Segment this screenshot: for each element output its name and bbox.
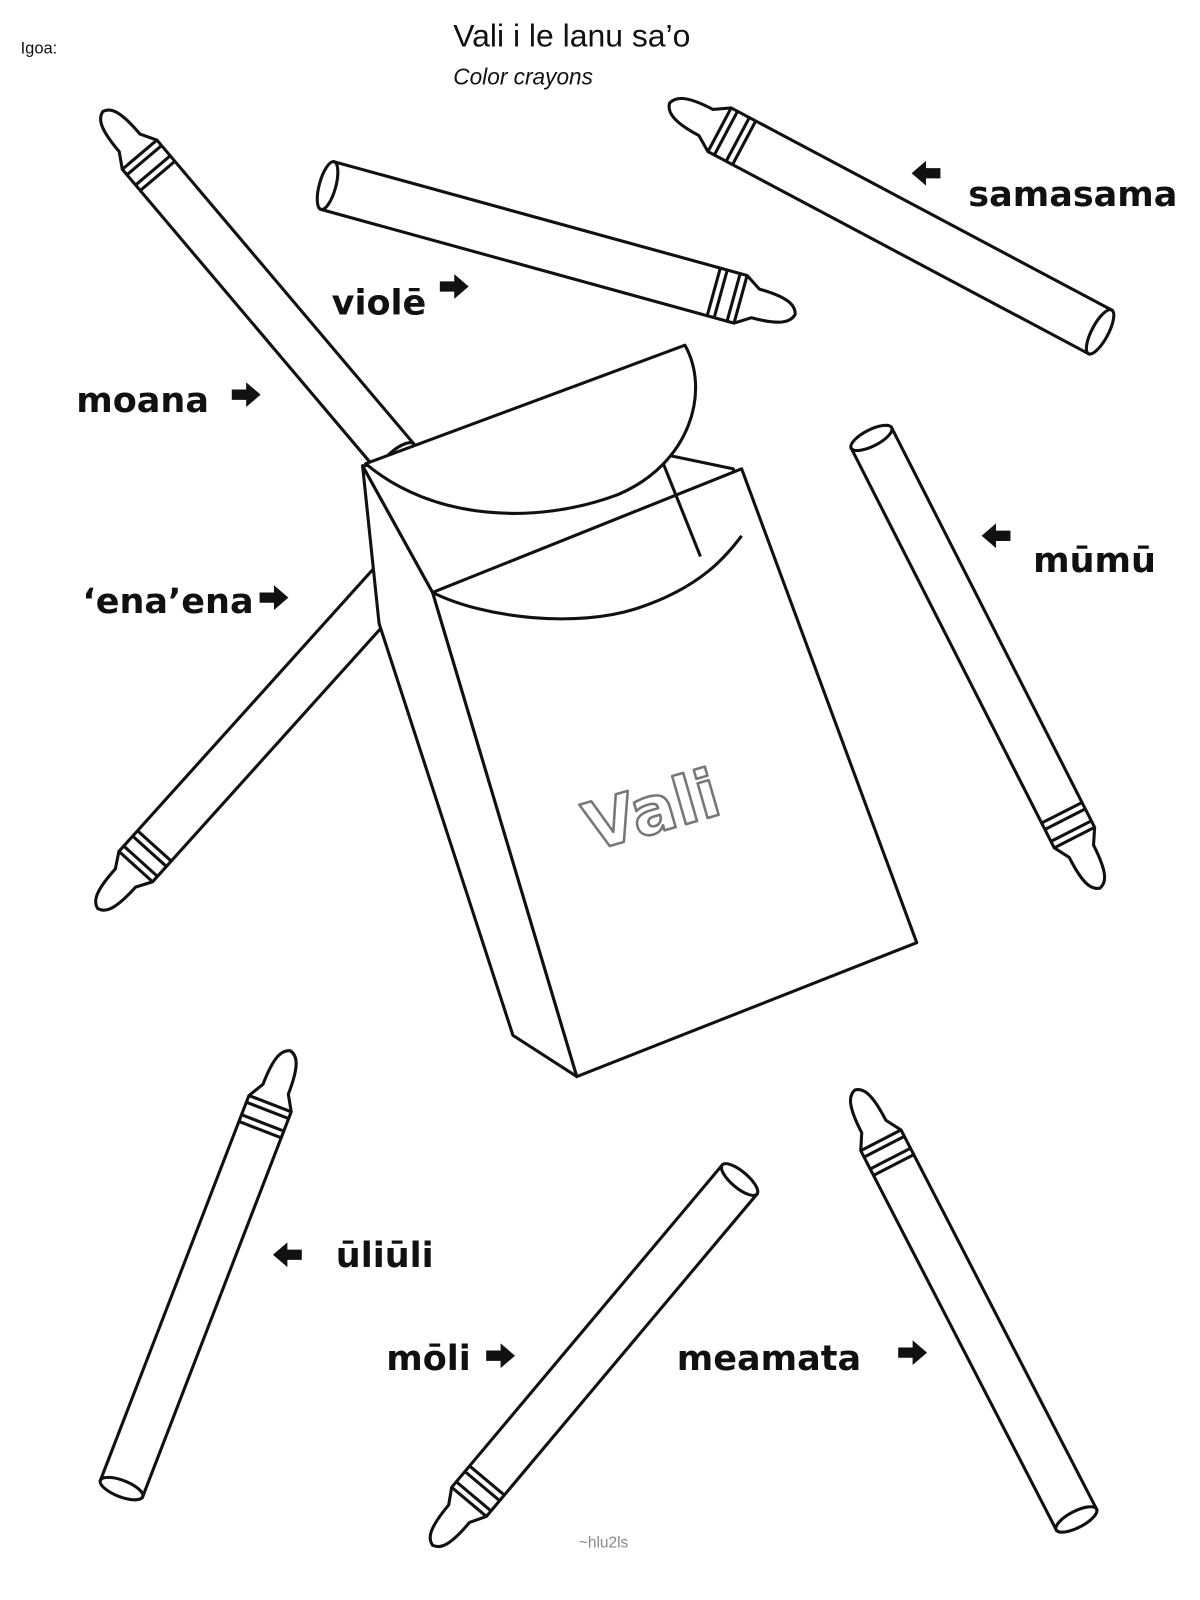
crayon-box: Vali <box>361 343 919 1079</box>
label-meamata: meamata <box>677 1338 928 1379</box>
crayon-meamata <box>849 1088 1099 1534</box>
box-front <box>431 467 919 1079</box>
svg-text:samasama: samasama <box>968 174 1177 215</box>
svg-text:mūmū: mūmū <box>1033 540 1156 581</box>
crayon-mumu <box>849 423 1107 890</box>
color-labels: samasama violē moana mūmū ‘ena’ena ūliūl… <box>76 160 1177 1379</box>
crayons <box>94 96 1116 1549</box>
box-lid <box>364 343 698 515</box>
svg-text:moana: moana <box>76 380 209 421</box>
right-arrow-icon <box>439 274 469 299</box>
left-arrow-icon <box>981 523 1011 549</box>
label-moana: moana <box>76 380 261 421</box>
page-subtitle: Color crayons <box>453 64 593 90</box>
crayon-moli <box>428 1162 760 1549</box>
crayon-samasama <box>667 96 1116 356</box>
page-title: Vali i le lanu sa’o <box>453 18 690 54</box>
right-arrow-icon <box>231 382 261 408</box>
svg-text:‘ena’ena: ‘ena’ena <box>82 581 253 622</box>
right-arrow-icon <box>898 1340 928 1365</box>
label-moli: mōli <box>386 1338 516 1379</box>
name-label: Igoa: <box>21 40 58 58</box>
svg-text:mōli: mōli <box>386 1338 471 1379</box>
credit-text: ~hlu2ls <box>579 1534 629 1551</box>
svg-text:ūliūli: ūliūli <box>336 1235 434 1276</box>
right-arrow-icon <box>259 585 289 610</box>
label-samasama: samasama <box>911 160 1177 215</box>
right-arrow-icon <box>486 1343 516 1369</box>
box-inner-flap <box>431 534 743 621</box>
label-viole: violē <box>332 274 469 323</box>
svg-text:meamata: meamata <box>677 1338 861 1379</box>
crayon-viole <box>315 159 797 325</box>
left-arrow-icon <box>272 1242 302 1268</box>
box-edge <box>657 452 702 557</box>
svg-text:violē: violē <box>332 282 427 323</box>
label-enaena: ‘ena’ena <box>82 581 289 622</box>
left-arrow-icon <box>911 160 941 186</box>
crayon-uliuli <box>98 1049 298 1502</box>
label-mumu: mūmū <box>981 523 1156 581</box>
label-uliuli: ūliūli <box>272 1235 434 1276</box>
